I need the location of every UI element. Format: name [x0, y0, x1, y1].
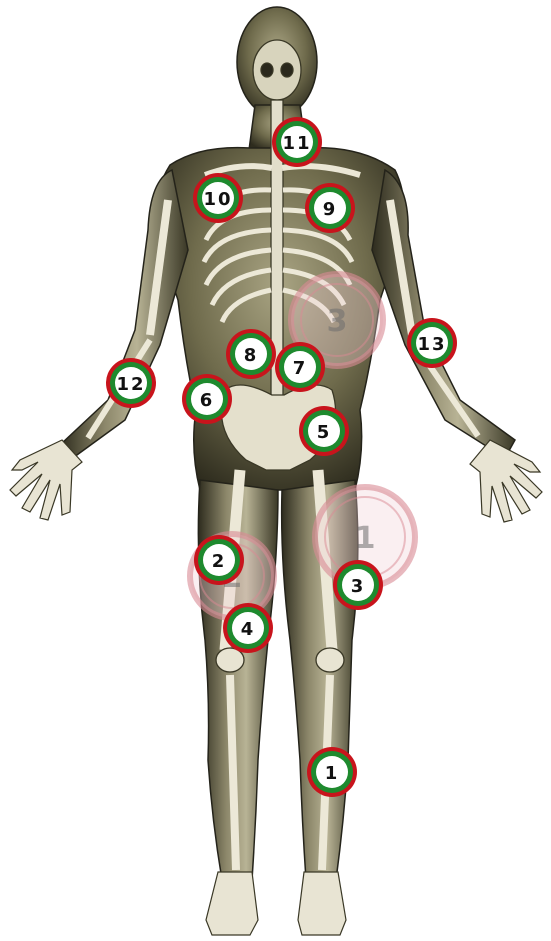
marker-10-label: 10 [203, 189, 232, 210]
marker-4-label: 4 [241, 619, 256, 640]
faded-marker-3-label: 3 [327, 304, 348, 339]
marker-11-label: 11 [282, 133, 311, 154]
left-hand [10, 440, 82, 520]
marker-5[interactable]: 5 [299, 406, 349, 456]
marker-3-label: 3 [351, 576, 366, 597]
marker-2[interactable]: 2 [194, 535, 244, 585]
marker-1[interactable]: 1 [307, 747, 357, 797]
marker-9-label: 9 [323, 199, 338, 220]
marker-6-label: 6 [200, 390, 215, 411]
marker-10[interactable]: 10 [193, 173, 243, 223]
marker-12-label: 12 [116, 374, 145, 395]
marker-13[interactable]: 13 [407, 318, 457, 368]
marker-3[interactable]: 3 [333, 560, 383, 610]
faded-marker-1-label: 1 [355, 521, 376, 556]
marker-8-label: 8 [244, 345, 259, 366]
marker-6[interactable]: 6 [182, 374, 232, 424]
marker-8[interactable]: 8 [226, 329, 276, 379]
marker-2-label: 2 [212, 551, 227, 572]
marker-13-label: 13 [417, 334, 446, 355]
marker-12[interactable]: 12 [106, 358, 156, 408]
right-hand [470, 440, 542, 522]
marker-11[interactable]: 11 [272, 117, 322, 167]
skeleton [88, 40, 478, 870]
feet [206, 872, 346, 935]
marker-7-label: 7 [293, 358, 308, 379]
marker-4[interactable]: 4 [223, 603, 273, 653]
marker-9[interactable]: 9 [305, 183, 355, 233]
marker-1-label: 1 [325, 763, 340, 784]
marker-7[interactable]: 7 [275, 342, 325, 392]
marker-5-label: 5 [317, 422, 332, 443]
